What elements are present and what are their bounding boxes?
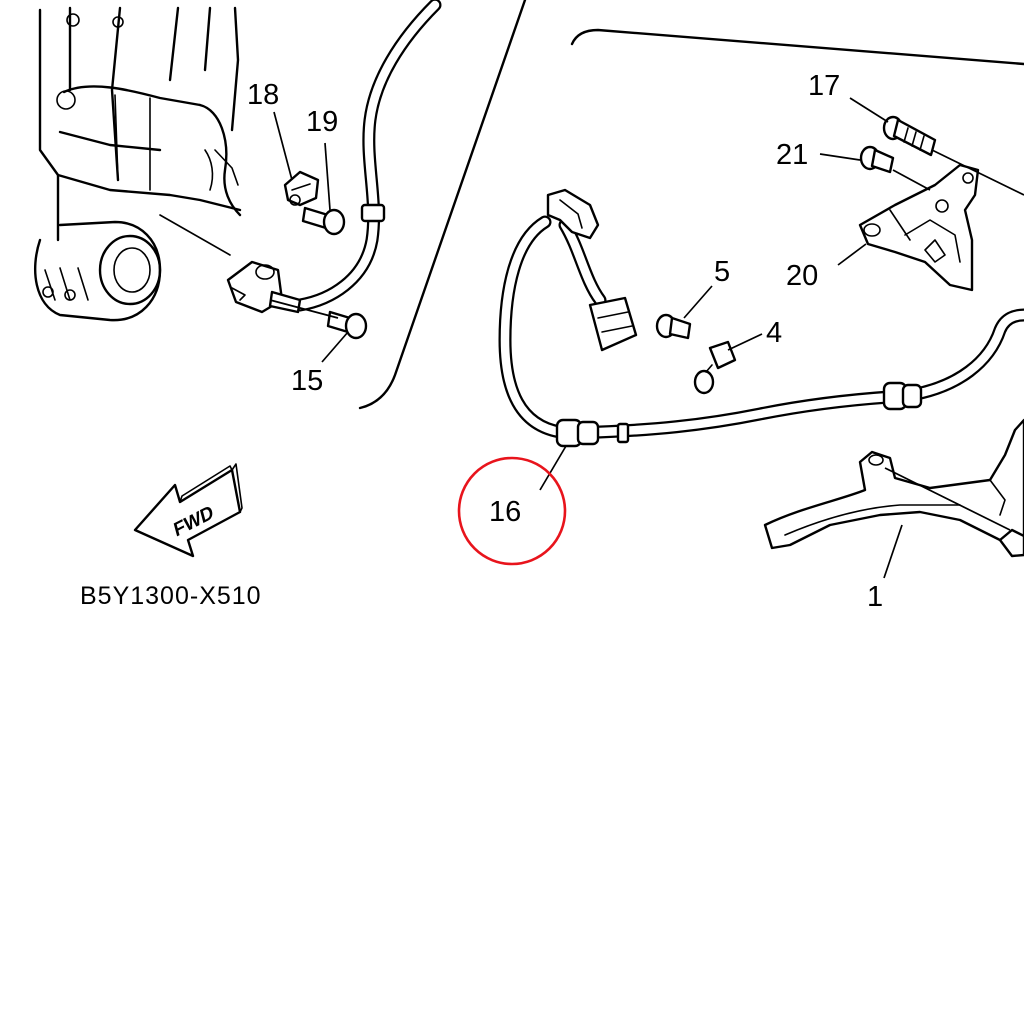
part-21-bolt	[859, 145, 931, 191]
callout-5: 5	[714, 256, 730, 288]
callout-20: 20	[786, 260, 818, 292]
callout-21: 21	[776, 139, 808, 171]
front-fork-assembly	[33, 6, 242, 322]
callout-1: 1	[867, 581, 883, 613]
part-4-clip	[693, 340, 737, 395]
callout-16: 16	[489, 496, 521, 528]
callout-leaders	[269, 97, 903, 579]
highlight-circle-16	[457, 456, 567, 566]
part-20-bracket	[858, 163, 980, 292]
rear-sensor-cable	[498, 188, 1024, 448]
front-sensor-cable	[293, 0, 442, 312]
drawing-code: B5Y1300-X510	[80, 582, 262, 610]
callout-18: 18	[247, 79, 279, 111]
callout-15: 15	[291, 365, 323, 397]
fwd-direction-arrow: FWD	[133, 463, 243, 558]
part-19-bolt	[301, 206, 346, 236]
left-panel-border	[358, 0, 527, 410]
callout-17: 17	[808, 70, 840, 102]
part-17-bolt	[882, 115, 1024, 196]
front-wheel-sensor	[226, 260, 302, 314]
right-panel-border	[570, 28, 1024, 66]
callout-4: 4	[766, 317, 782, 349]
callout-19: 19	[306, 106, 338, 138]
part-1-bracket	[763, 418, 1024, 558]
part-18-clamp	[283, 170, 320, 207]
part-5-bolt	[655, 313, 692, 340]
